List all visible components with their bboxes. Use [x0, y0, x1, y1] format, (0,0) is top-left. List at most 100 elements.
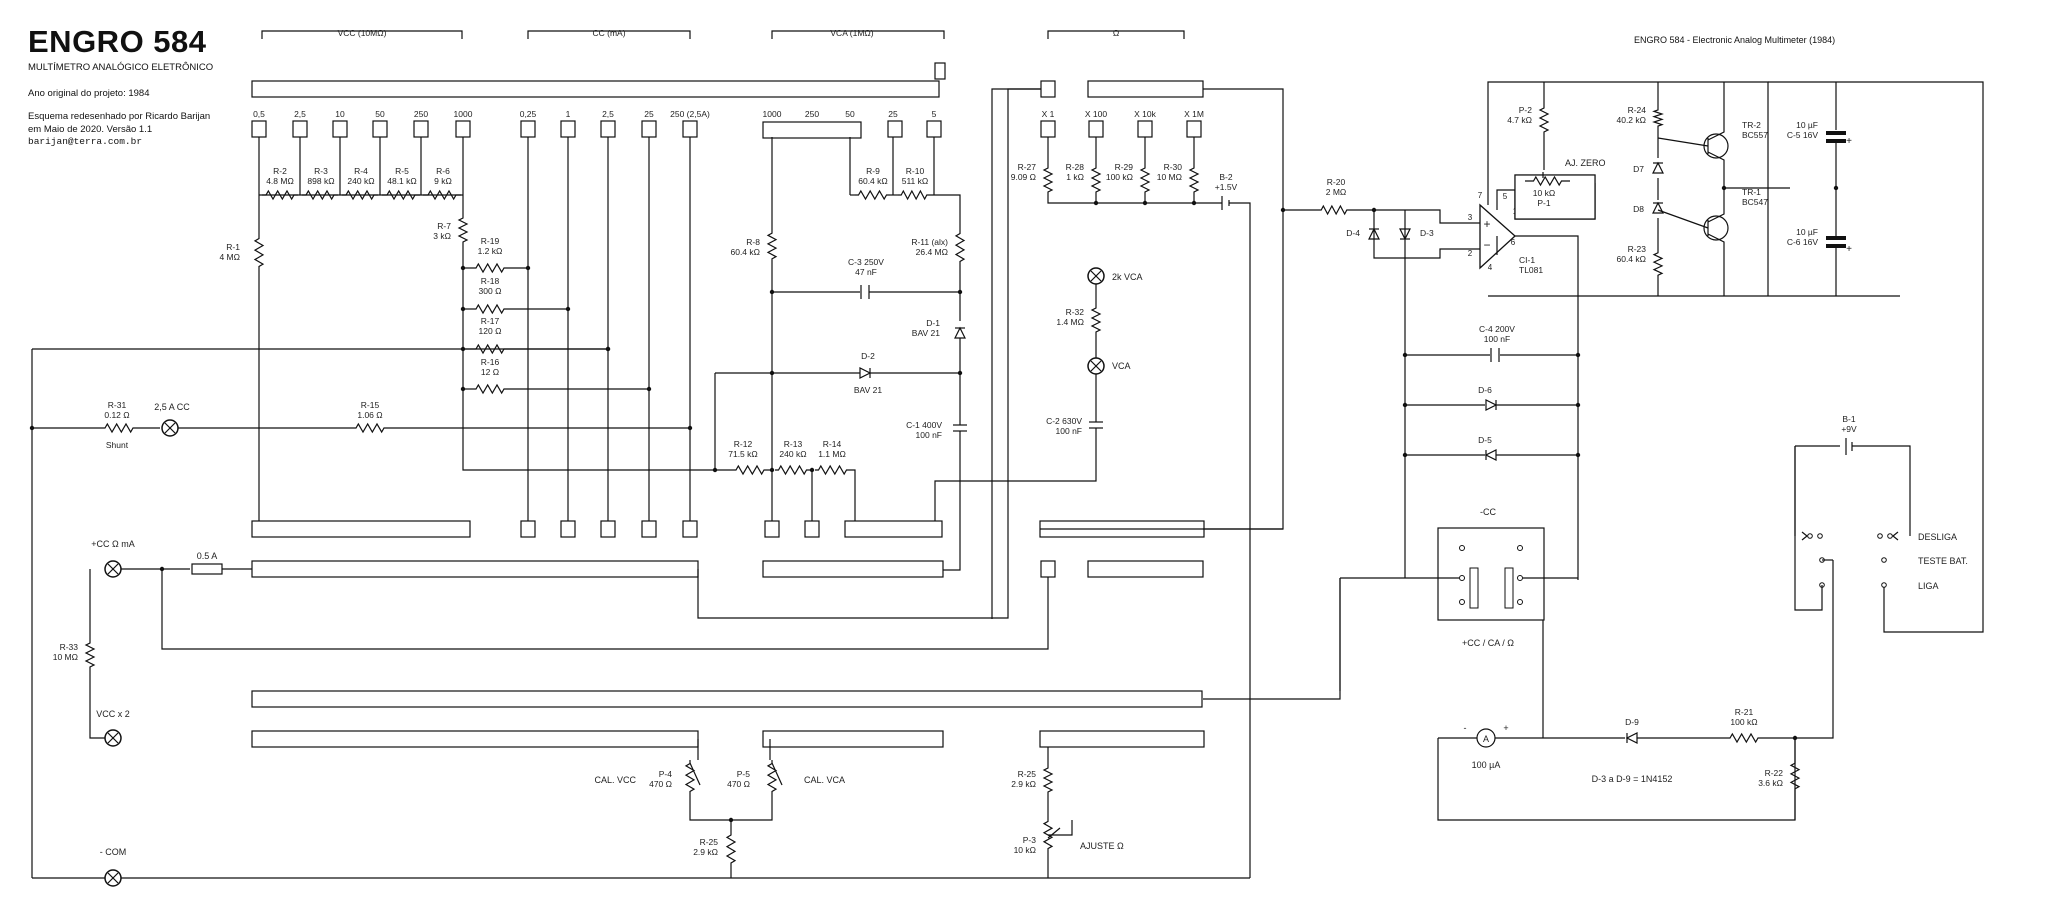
contact-pad: [804, 520, 820, 538]
range-pad-vca: [887, 120, 903, 138]
wire: [1405, 248, 1480, 259]
junction-dot: [712, 467, 718, 473]
R28-label: R-28: [1066, 162, 1085, 172]
switch-contact: [1807, 533, 1813, 539]
diode: [1652, 161, 1664, 174]
resistor: [725, 830, 737, 868]
R24-label: 40.2 kΩ: [1616, 115, 1646, 125]
junction-dot: [1402, 452, 1408, 458]
wire: [1852, 445, 1911, 536]
function-switch: [1437, 527, 1545, 621]
group-label-ohm: Ω: [1113, 28, 1119, 38]
R7-label: 3 kΩ: [433, 231, 451, 241]
wire: [462, 245, 730, 471]
contact-pad: [682, 520, 698, 538]
R2-label: R-2: [273, 166, 287, 176]
range-pad-vcc: [455, 120, 471, 138]
vccx2-label: VCC x 2: [96, 709, 130, 719]
R1-label: 4 MΩ: [219, 252, 240, 262]
switch-deck-vca: [762, 121, 862, 139]
switch-contact: [1887, 533, 1893, 539]
ladder-resistor-label: R-19: [481, 236, 500, 246]
contact-pad: [560, 520, 576, 538]
wire: [1373, 210, 1405, 259]
resistor: [342, 189, 378, 201]
switch-contact: [1459, 575, 1465, 581]
switch-deck-main: [251, 80, 940, 98]
switch-deck: [251, 690, 1203, 708]
resistor: [1652, 108, 1664, 128]
junction-dot: [769, 289, 775, 295]
R6-label: 9 kΩ: [434, 176, 452, 186]
junction-dot: [460, 306, 466, 312]
wire: [943, 431, 961, 571]
R22-label: 3.6 kΩ: [1758, 778, 1783, 788]
wire: [1203, 578, 1341, 700]
pin-label: 5: [1503, 192, 1508, 201]
junction-dot: [1721, 185, 1727, 191]
vca2k-label: 2k VCA: [1112, 272, 1143, 282]
R22-label: R-22: [1765, 768, 1784, 778]
pos-cc-jack-label: +CC Ω mA: [91, 539, 134, 549]
range-label-ohm: X 100: [1085, 109, 1107, 119]
meter-minus: -: [1464, 723, 1467, 733]
page-subtitle: MULTÍMETRO ANALÓGICO ELETRÔNICO: [28, 62, 214, 73]
page-title: ENGRO 584: [28, 24, 207, 59]
R30-label: 10 MΩ: [1157, 172, 1182, 182]
D3-label: D-3: [1420, 228, 1434, 238]
B2-label: B-2: [1219, 172, 1233, 182]
R32-label: 1.4 MΩ: [1056, 317, 1084, 327]
group-label-vca: VCA (1MΩ): [830, 28, 873, 38]
resistor: [302, 189, 338, 201]
resistor: [1090, 165, 1102, 195]
junction-dot: [957, 289, 963, 295]
P5-label: 470 Ω: [727, 779, 750, 789]
switch-deck: [844, 520, 943, 538]
junction-dot: [687, 425, 693, 431]
jack-pos-cc: [107, 563, 119, 575]
resistor: [457, 215, 469, 245]
TR1-label: BC547: [1742, 197, 1768, 207]
group-bracket: [261, 30, 463, 39]
junction-dot: [1402, 402, 1408, 408]
diode: [859, 367, 872, 379]
author-email: barijan@terra.com.br: [28, 136, 143, 147]
wire: [1707, 188, 1725, 223]
P4-label: 470 Ω: [649, 779, 672, 789]
C2-label: C-2 630V: [1046, 416, 1082, 426]
resistor: [815, 464, 850, 476]
resistor: [1139, 165, 1151, 195]
desliga-label: DESLIGA: [1918, 532, 1957, 542]
fuse: [191, 563, 223, 575]
diode: [1652, 201, 1664, 214]
resistor: [898, 189, 930, 201]
liga-label: LIGA: [1918, 581, 1939, 591]
R13-label: 240 kΩ: [779, 449, 806, 459]
jack-2k-vca: [1090, 270, 1102, 282]
resistor: [954, 230, 966, 265]
range-label-vca: 1000: [763, 109, 782, 119]
D6-label: D-6: [1478, 385, 1492, 395]
R12-label: 71.5 kΩ: [728, 449, 758, 459]
wire: [161, 569, 1049, 650]
range-pad-ohm: [1088, 120, 1104, 138]
TR2-label: TR-2: [1742, 120, 1761, 130]
range-pad-cc: [682, 120, 698, 138]
range-label-ohm: X 1: [1042, 109, 1055, 119]
junction-dot: [1575, 452, 1581, 458]
resistor: [1090, 305, 1102, 335]
range-pad-cc: [560, 120, 576, 138]
range-pad-ohm: [1040, 120, 1056, 138]
R15-label: 1.06 Ω: [357, 410, 382, 420]
capacitor-C6: [1826, 244, 1846, 248]
group-label-cc: CC (mA): [592, 28, 625, 38]
wire: [1203, 88, 1284, 210]
switch-arrow: [1892, 531, 1899, 541]
wire: [1048, 820, 1073, 836]
D8-label: D8: [1633, 204, 1644, 214]
switch-contact: [1040, 560, 1056, 578]
calvca-label: CAL. VCA: [804, 775, 845, 785]
junction-dot: [1371, 207, 1377, 213]
wire: [1707, 82, 1725, 141]
junction-dot: [29, 425, 35, 431]
